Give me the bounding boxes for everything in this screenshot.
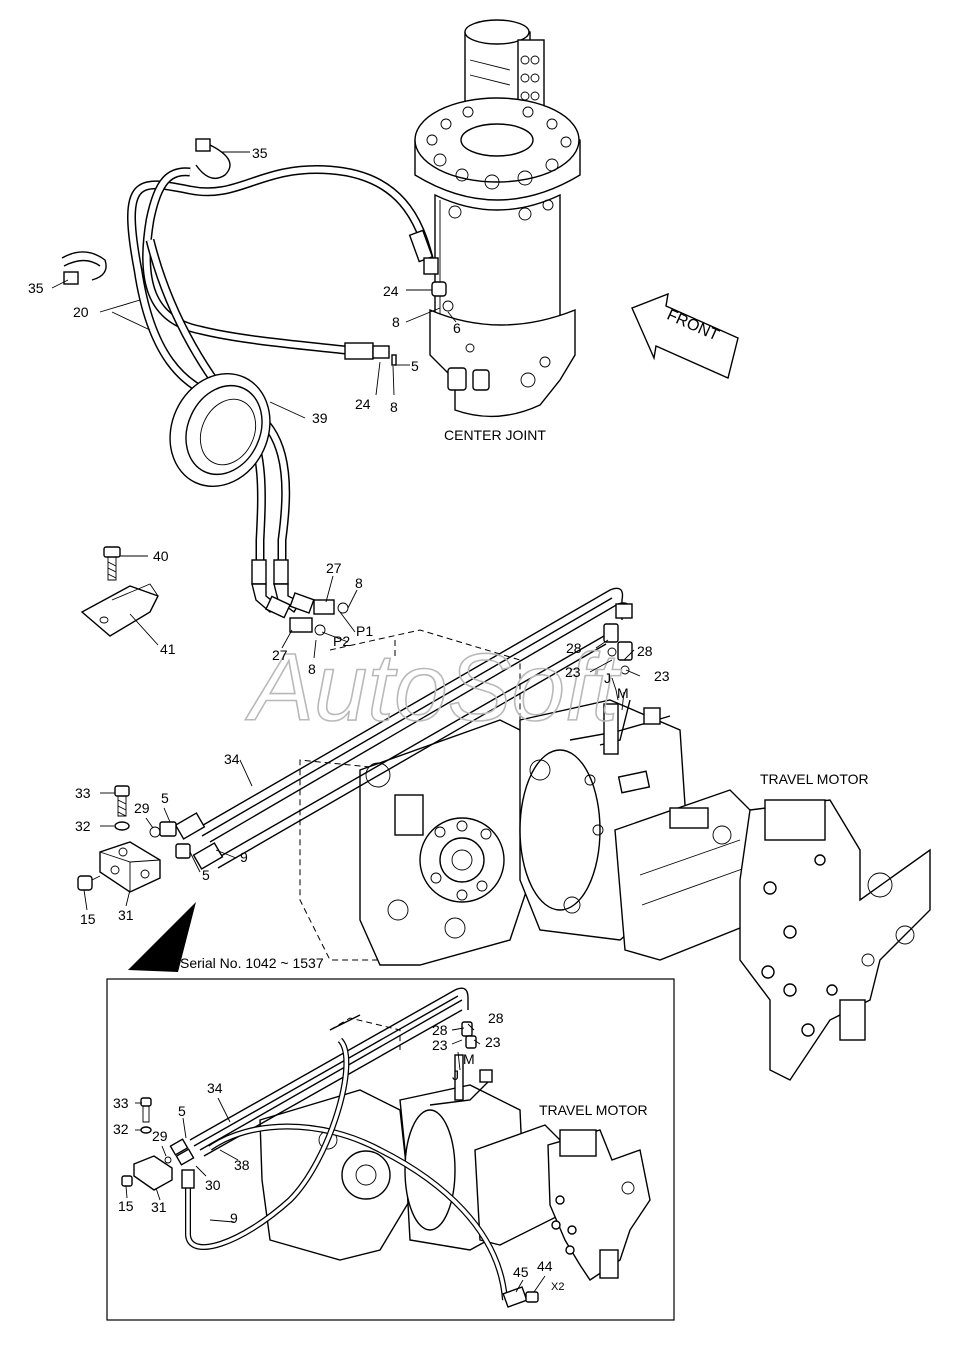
inset-label-38: 38 [234, 1157, 250, 1173]
label-39: 39 [312, 410, 328, 426]
label-23-left: 23 [565, 664, 581, 680]
label-28-right: 28 [637, 643, 653, 659]
label-23-right: 23 [654, 668, 670, 684]
inset-label-29: 29 [152, 1128, 168, 1144]
front-arrow: FRONT [631, 292, 739, 379]
inset-label-34: 34 [207, 1080, 223, 1096]
label-8-top: 8 [392, 314, 400, 330]
clamp-35-top [195, 138, 231, 179]
label-8-mid: 8 [390, 399, 398, 415]
label-15: 15 [80, 911, 96, 927]
label-29: 29 [134, 800, 150, 816]
label-24-bottom: 24 [355, 396, 371, 412]
inset-pointer [128, 902, 196, 972]
inset-port-j: J [452, 1067, 459, 1083]
inset-label-5: 5 [178, 1103, 186, 1119]
label-27-top: 27 [326, 560, 342, 576]
port-p2: P2 [333, 633, 350, 649]
inset-label-9: 9 [230, 1210, 238, 1226]
travel-motor-main [299, 629, 931, 1081]
label-5-lower: 5 [202, 867, 210, 883]
label-35-top: 35 [252, 145, 268, 161]
inset-label-23-right: 23 [485, 1034, 501, 1050]
label-40: 40 [153, 548, 169, 564]
inset-frame [106, 978, 675, 1321]
plug-15 [77, 875, 101, 891]
inset-block [121, 1097, 195, 1191]
inset-label-28-right: 28 [488, 1010, 504, 1026]
label-5-top: 5 [411, 358, 419, 374]
label-20: 20 [73, 304, 89, 320]
inset-port-x2: X2 [551, 1281, 564, 1293]
inset-label-45: 45 [513, 1264, 529, 1280]
bolt-40 [103, 546, 121, 581]
label-9: 9 [240, 849, 248, 865]
port-j-main: J [604, 670, 611, 686]
inset-travel-motor-caption: TRAVEL MOTOR [539, 1102, 648, 1118]
serial-note: Serial No. 1042 ~ 1537 [180, 955, 324, 971]
label-28-left: 28 [566, 640, 582, 656]
pipe-9 [213, 635, 607, 869]
label-34: 34 [224, 751, 240, 767]
watermark: AutoSoft [245, 634, 622, 741]
inset-pipes [181, 987, 539, 1308]
inset-label-44: 44 [537, 1258, 553, 1274]
inset-label-31: 31 [151, 1199, 167, 1215]
inset-port-m: M [463, 1051, 475, 1067]
inset-label-15: 15 [118, 1198, 134, 1214]
travel-motor-inset [259, 1014, 651, 1281]
grommet-39 [169, 372, 271, 488]
port-p1: P1 [356, 623, 373, 639]
label-8-bottom: 8 [308, 661, 316, 677]
travel-motor-caption: TRAVEL MOTOR [760, 771, 869, 787]
inset-label-33: 33 [113, 1095, 129, 1111]
washer-32 [114, 821, 130, 831]
inset-label-30: 30 [205, 1177, 221, 1193]
inset-label-23-left: 23 [432, 1037, 448, 1053]
label-24-top: 24 [383, 283, 399, 299]
label-6: 6 [453, 320, 461, 336]
inset-label-32: 32 [113, 1121, 129, 1137]
center-joint-caption: CENTER JOINT [444, 427, 546, 443]
clamp-35-left [61, 251, 107, 285]
fittings-main [149, 603, 633, 870]
label-27-bottom: 27 [272, 647, 288, 663]
label-41: 41 [160, 641, 176, 657]
label-35-left: 35 [28, 280, 44, 296]
leader-lines [51, 151, 641, 1293]
block-31 [99, 841, 161, 893]
label-5-right: 5 [161, 790, 169, 806]
bolt-33 [114, 785, 130, 817]
label-32: 32 [75, 818, 91, 834]
label-33: 33 [75, 785, 91, 801]
clamp-41 [80, 583, 159, 637]
inset-label-28-left: 28 [432, 1022, 448, 1038]
center-joint [414, 19, 581, 418]
port-m-main: M [617, 685, 629, 701]
label-31: 31 [118, 907, 134, 923]
label-8-right: 8 [355, 575, 363, 591]
